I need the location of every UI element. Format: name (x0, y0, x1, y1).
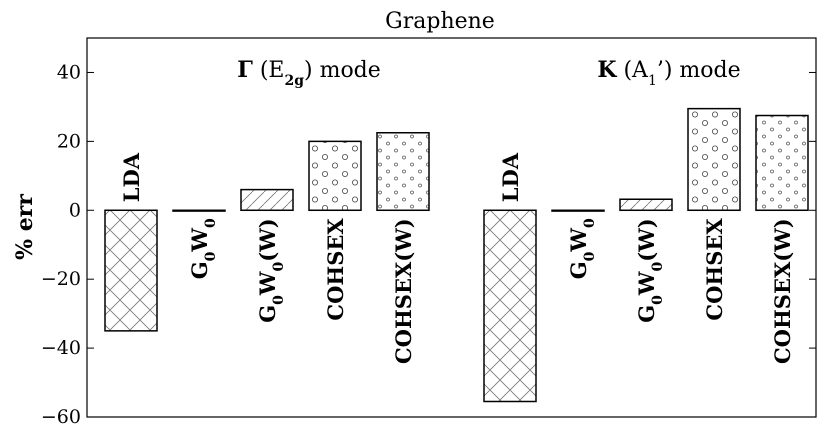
bar (172, 209, 226, 212)
y-tick-label: −20 (41, 268, 81, 290)
chart-title: Graphene (385, 9, 495, 34)
y-tick-label: 20 (57, 130, 81, 152)
bar (483, 209, 537, 403)
bars (104, 107, 809, 403)
bar-label: LDA (119, 152, 144, 202)
y-tick-label: −60 (41, 406, 81, 428)
bar (551, 209, 605, 212)
bar-label: COHSEX(W) (770, 218, 795, 364)
bar-labels: LDA G0W0 G0W0(W) COHSEX COHSEX(W) LDA G0W0 G0W0… (119, 152, 795, 364)
y-axis-label: % err (12, 194, 38, 260)
bar-label: G0W0 (566, 218, 598, 279)
y-tick-label: 40 (57, 61, 81, 83)
y-axis-ticks: 40 20 0 −20 −40 −60 (41, 61, 816, 428)
bar (104, 209, 158, 332)
panel-titles: Γ (E2g) mode K (A1’) mode (237, 57, 740, 89)
bar-label: COHSEX (323, 218, 348, 321)
bar-label: LDA (498, 152, 523, 202)
y-tick-label: 0 (69, 199, 81, 221)
bar-label: G0W0(W) (634, 218, 666, 322)
bar-label: COHSEX(W) (391, 218, 416, 364)
bar-label: G0W0 (187, 218, 219, 279)
bar (376, 132, 430, 212)
panel-title: Γ (E2g) mode (237, 57, 381, 89)
bar (308, 140, 362, 212)
bar-label: COHSEX (702, 218, 727, 321)
bar (687, 107, 741, 212)
bar-label: G0W0(W) (255, 218, 287, 322)
panel-title: K (A1’) mode (597, 57, 740, 89)
plot-frame (86, 37, 817, 418)
bar (619, 198, 673, 212)
bar (240, 188, 294, 212)
y-tick-label: −40 (41, 337, 81, 359)
bar (755, 114, 809, 212)
